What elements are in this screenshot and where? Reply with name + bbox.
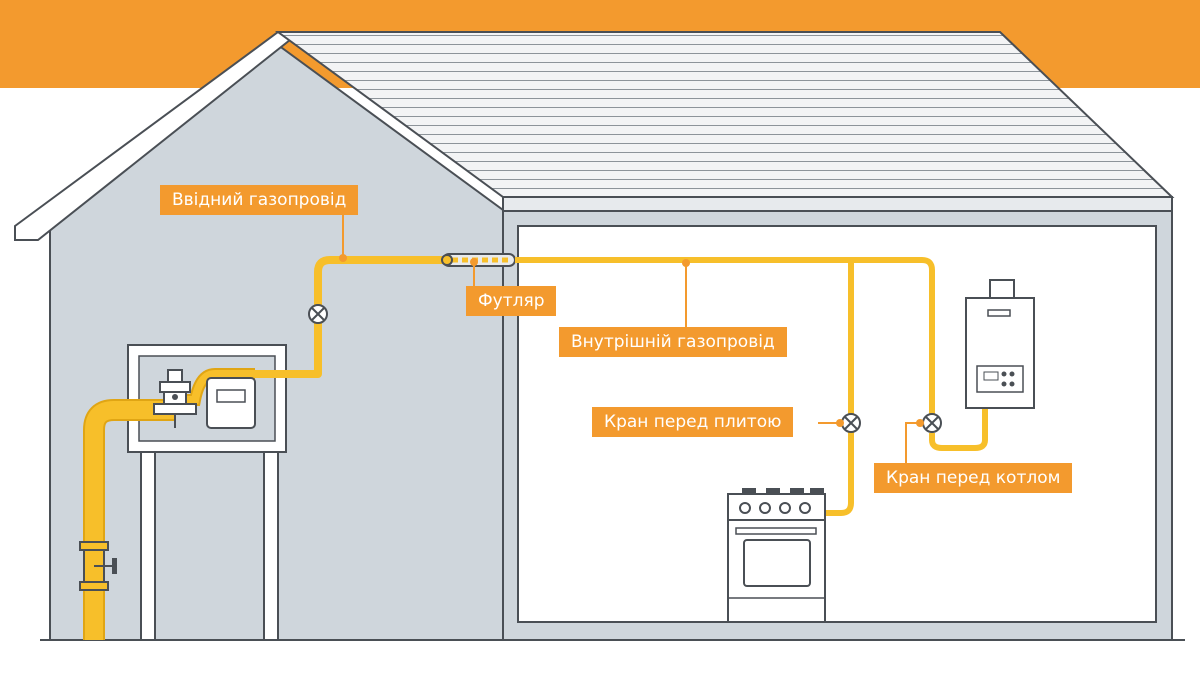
gas-boiler-icon — [965, 279, 1035, 409]
label-boiler-valve: Кран перед котлом — [874, 463, 1073, 493]
cabinet-pipe-core — [185, 370, 255, 404]
gas-regulator-icon — [153, 369, 197, 428]
cabinet-post-left — [140, 451, 156, 641]
boiler-branch-pipe — [929, 408, 988, 451]
sleeve-icon — [441, 253, 516, 267]
label-internal-pipeline: Внутрішній газопровід — [559, 327, 787, 357]
riser-valve-icon — [79, 541, 117, 591]
gas-meter-icon — [206, 377, 256, 429]
stove-valve-icon — [841, 413, 861, 433]
leader-dots — [339, 254, 924, 427]
label-stove-valve: Кран перед плитою — [592, 407, 794, 437]
boiler-valve-icon — [922, 413, 942, 433]
label-sleeve: Футляр — [466, 286, 557, 316]
gas-stove-icon — [727, 488, 826, 623]
internal-pipeline — [515, 257, 935, 422]
roof-eave — [502, 196, 1173, 212]
inlet-valve-icon — [308, 304, 328, 324]
label-inlet-pipeline: Ввідний газопровід — [160, 185, 359, 215]
stove-branch-pipe — [825, 260, 854, 516]
cabinet-post-right — [263, 451, 279, 641]
riser-pipe-core — [85, 401, 175, 640]
inlet-pipeline — [255, 256, 445, 378]
gable-roof-edge — [14, 31, 303, 241]
